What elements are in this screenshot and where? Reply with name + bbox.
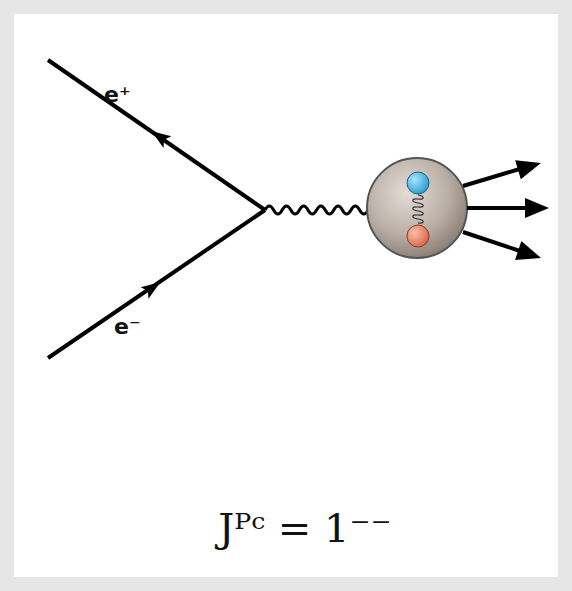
decay-arrow [463,168,523,186]
particle-label: e⁺ [104,84,131,106]
background-panel [14,14,558,577]
photon-wave [265,206,368,214]
decay-arrowhead [515,241,544,268]
quantum-numbers-caption: Jᴾᶜ = 1⁻⁻ [218,508,391,548]
electron-line [48,210,265,358]
quark [407,172,429,194]
gluon-spring [413,195,424,223]
decay-arrow [467,206,528,210]
decay-arrowhead [515,153,544,179]
fermion-arrow [148,126,172,148]
decay-arrow [463,232,523,252]
antiquark [407,225,429,247]
decay-arrowhead [525,198,549,218]
fermion-arrow [141,277,165,299]
particle-label: e⁻ [114,316,141,338]
positron-line [48,60,265,210]
meson-sphere [367,158,467,258]
